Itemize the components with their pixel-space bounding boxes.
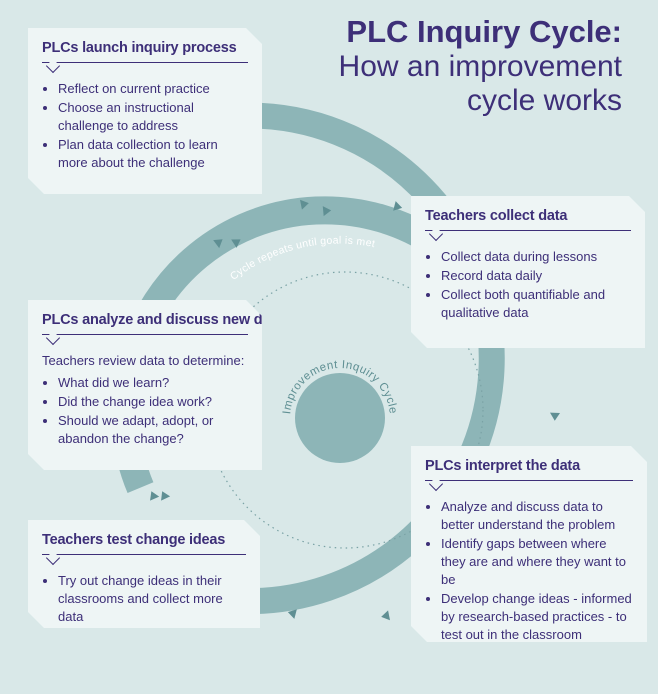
list-item: Identify gaps between where they are and… bbox=[441, 535, 633, 589]
step-title: PLCs analyze and discuss new data bbox=[42, 312, 283, 328]
step-list: Collect data during lessons Record data … bbox=[425, 248, 631, 322]
list-item: Record data daily bbox=[441, 267, 631, 285]
step-list: Reflect on current practice Choose an in… bbox=[42, 80, 248, 172]
direction-arrow-icon bbox=[161, 491, 171, 501]
list-item: Should we adapt, adopt, or abandon the c… bbox=[58, 412, 248, 448]
title-sub-line2: cycle works bbox=[466, 84, 622, 117]
step-list: Try out change ideas in their classrooms… bbox=[42, 572, 246, 626]
step-card-launch: PLCs launch inquiry process Reflect on c… bbox=[28, 28, 262, 194]
list-item: Reflect on current practice bbox=[58, 80, 248, 98]
list-item: Choose an instructional challenge to add… bbox=[58, 99, 248, 135]
direction-arrow-icon bbox=[381, 610, 390, 621]
step-card-analyze: PLCs analyze and discuss new data Teache… bbox=[28, 300, 262, 470]
outer-cycle-ring bbox=[236, 102, 505, 615]
ring-label: Cycle repeats until goal is met bbox=[228, 235, 376, 283]
dotted-guide-circle bbox=[206, 271, 484, 549]
divider bbox=[42, 554, 246, 564]
list-item: Analyze and discuss data to better under… bbox=[441, 498, 633, 534]
step-card-collect: Teachers collect data Collect data durin… bbox=[411, 196, 645, 348]
direction-arrow-icon bbox=[550, 412, 561, 421]
step-card-test: Teachers test change ideas Try out chang… bbox=[28, 520, 260, 628]
center-circle bbox=[295, 373, 385, 463]
page-title: PLC Inquiry Cycle: How an improvement cy… bbox=[339, 14, 622, 118]
step-title: PLCs launch inquiry process bbox=[42, 40, 237, 56]
direction-arrow-icon bbox=[287, 609, 297, 619]
direction-arrow-icon bbox=[150, 491, 160, 501]
divider bbox=[42, 62, 248, 72]
step-title: Teachers collect data bbox=[425, 208, 568, 224]
divider bbox=[42, 334, 248, 344]
list-item: Develop change ideas - informed by resea… bbox=[441, 590, 633, 644]
step-list: Analyze and discuss data to better under… bbox=[425, 498, 633, 644]
direction-arrow-icon bbox=[213, 239, 223, 249]
list-item: Plan data collection to learn more about… bbox=[58, 136, 248, 172]
step-title: Teachers test change ideas bbox=[42, 532, 226, 548]
title-main: PLC Inquiry Cycle: bbox=[346, 14, 622, 49]
step-list: What did we learn? Did the change idea w… bbox=[42, 374, 248, 448]
direction-arrow-icon bbox=[322, 206, 332, 217]
step-title: PLCs interpret the data bbox=[425, 458, 580, 474]
divider bbox=[425, 480, 633, 490]
step-card-interpret: PLCs interpret the data Analyze and disc… bbox=[411, 446, 647, 642]
list-item: Collect both quantifiable and qualitativ… bbox=[441, 286, 631, 322]
title-sub-line1: How an improvement bbox=[338, 50, 622, 83]
divider bbox=[425, 230, 631, 240]
list-item: Collect data during lessons bbox=[441, 248, 631, 266]
list-item: Did the change idea work? bbox=[58, 393, 248, 411]
direction-arrow-icon bbox=[231, 239, 241, 248]
direction-arrow-icon bbox=[300, 199, 309, 210]
direction-arrow-icon bbox=[393, 201, 403, 211]
step-intro: Teachers review data to determine: bbox=[42, 353, 245, 368]
list-item: Try out change ideas in their classrooms… bbox=[58, 572, 246, 626]
list-item: What did we learn? bbox=[58, 374, 248, 392]
